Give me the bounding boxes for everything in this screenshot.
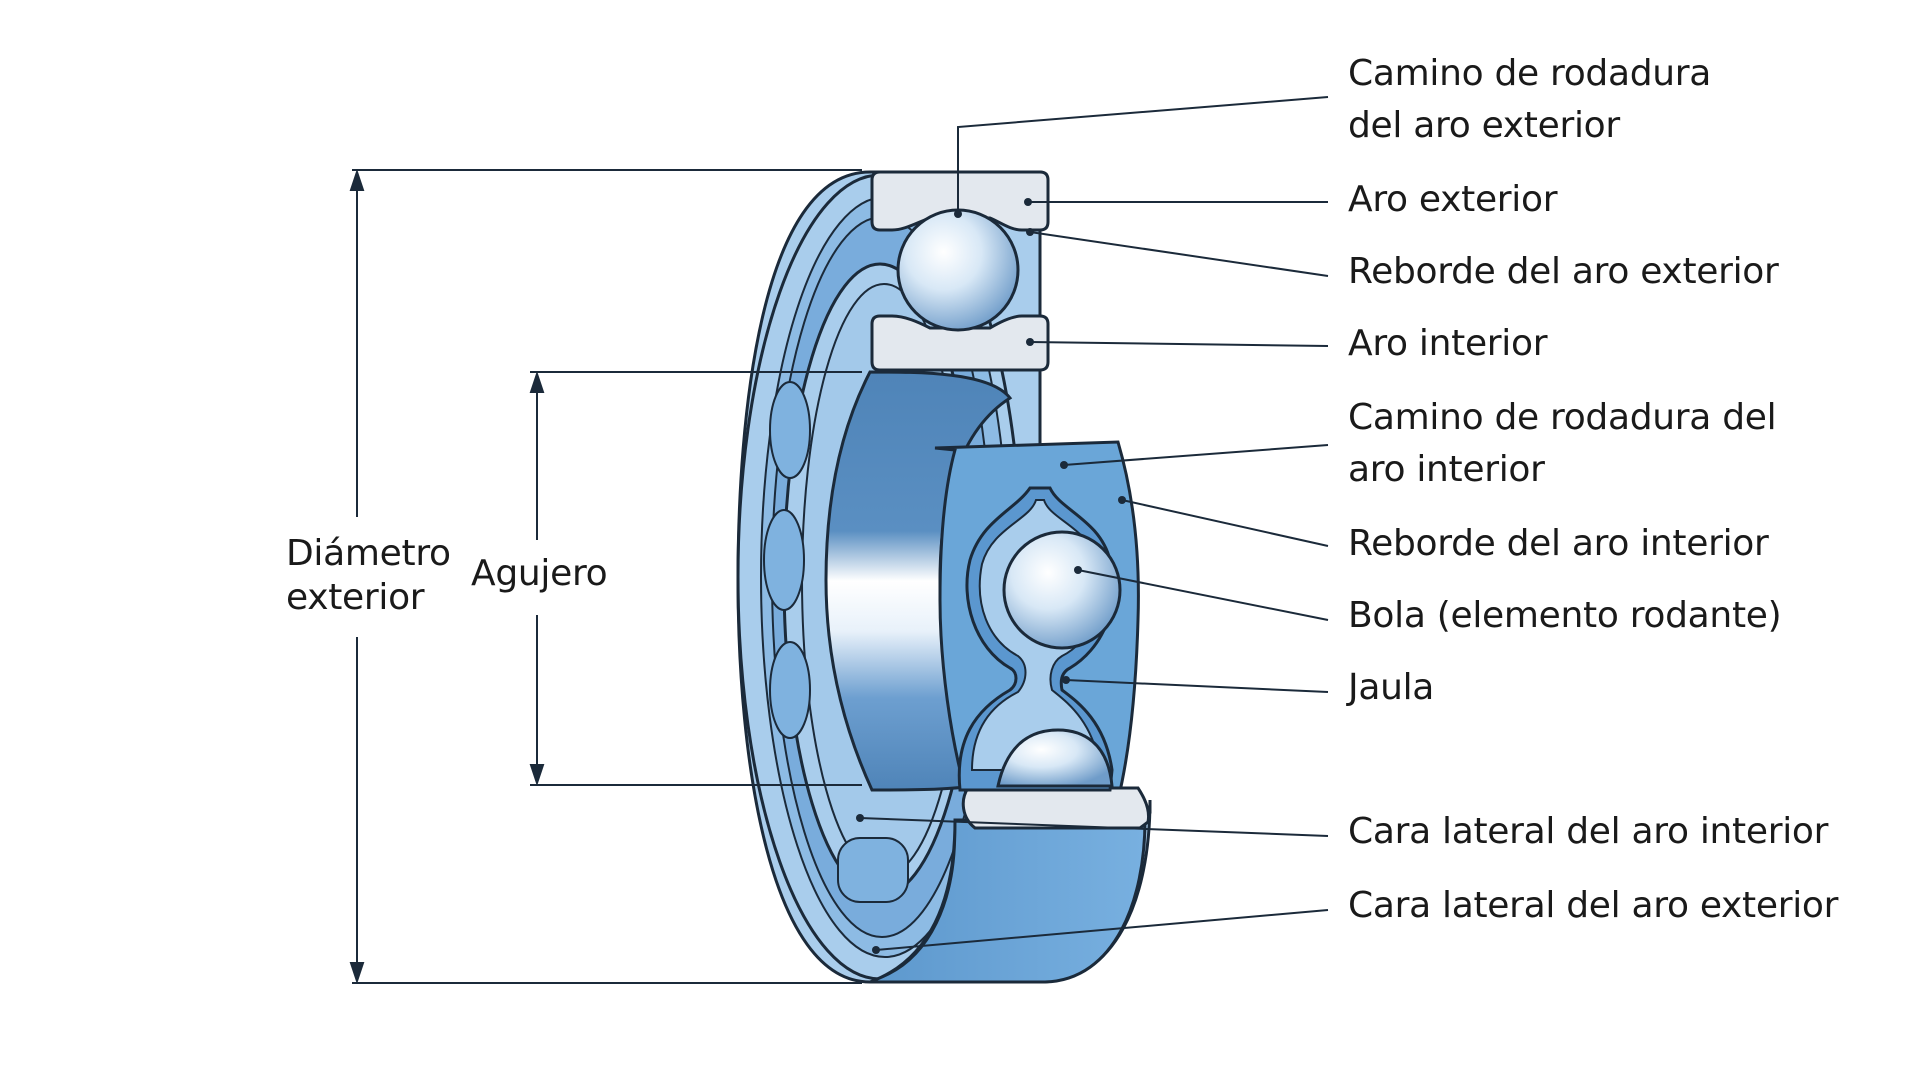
outer-diameter-label: Diámetro exterior xyxy=(286,532,451,620)
callout-inner-ring: Aro interior xyxy=(1348,323,1548,364)
balls xyxy=(896,208,1122,788)
callout-outer-side-face: Cara lateral del aro exterior xyxy=(1348,885,1839,926)
leader-outer-side-face-dot xyxy=(872,946,880,954)
callout-inner-raceway-line2: aro interior xyxy=(1348,449,1545,490)
callout-cage: Jaula xyxy=(1348,667,1435,708)
callout-outer-raceway: Camino de rodadura del aro exterior xyxy=(1348,48,1711,152)
leader-inner-ring-dot xyxy=(1026,338,1034,346)
leader-cage xyxy=(1065,679,1329,693)
callout-outer-raceway-line2: del aro exterior xyxy=(1348,105,1620,146)
leader-inner-raceway xyxy=(1063,444,1329,466)
leader-ball xyxy=(1077,569,1329,621)
callout-outer-shoulder: Reborde del aro exterior xyxy=(1348,251,1779,292)
leader-inner-ring xyxy=(1029,341,1329,347)
leader-outer-raceway xyxy=(957,96,1329,214)
leader-outer-shoulder xyxy=(1029,231,1329,277)
callout-inner-side-face: Cara lateral del aro interior xyxy=(1348,811,1829,852)
callout-inner-shoulder: Reborde del aro interior xyxy=(1348,523,1769,564)
leader-inner-side-face-dot xyxy=(856,814,864,822)
leader-inner-raceway-dot xyxy=(1060,461,1068,469)
callout-outer-ring: Aro exterior xyxy=(1348,179,1558,220)
leader-outer-side-face xyxy=(875,909,1329,951)
callout-ball: Bola (elemento rodante) xyxy=(1348,595,1782,636)
ring-cross-sections xyxy=(870,170,1150,830)
outer-ring-face xyxy=(869,818,1147,984)
hidden-balls xyxy=(763,381,909,903)
outer-diameter-line1: Diámetro xyxy=(286,533,451,574)
outer-diameter-line2: exterior xyxy=(286,577,425,618)
leader-outer-ring-dot xyxy=(1024,198,1032,206)
callout-inner-raceway: Camino de rodadura del aro interior xyxy=(1348,392,1777,496)
leader-inner-shoulder-dot xyxy=(1118,496,1126,504)
leader-lines xyxy=(856,96,1329,954)
bore-label: Agujero xyxy=(471,553,608,594)
leader-ball-dot xyxy=(1074,566,1082,574)
leader-cage-dot xyxy=(1062,676,1070,684)
dimension-lines xyxy=(349,168,862,985)
callout-outer-raceway-line1: Camino de rodadura xyxy=(1348,53,1712,94)
leader-inner-side-face xyxy=(859,817,1329,837)
leader-outer-shoulder-dot xyxy=(1026,228,1034,236)
callout-inner-raceway-line1: Camino de rodadura del xyxy=(1348,397,1777,438)
leader-inner-shoulder xyxy=(1121,499,1329,547)
leader-outer-raceway-dot xyxy=(954,210,962,218)
